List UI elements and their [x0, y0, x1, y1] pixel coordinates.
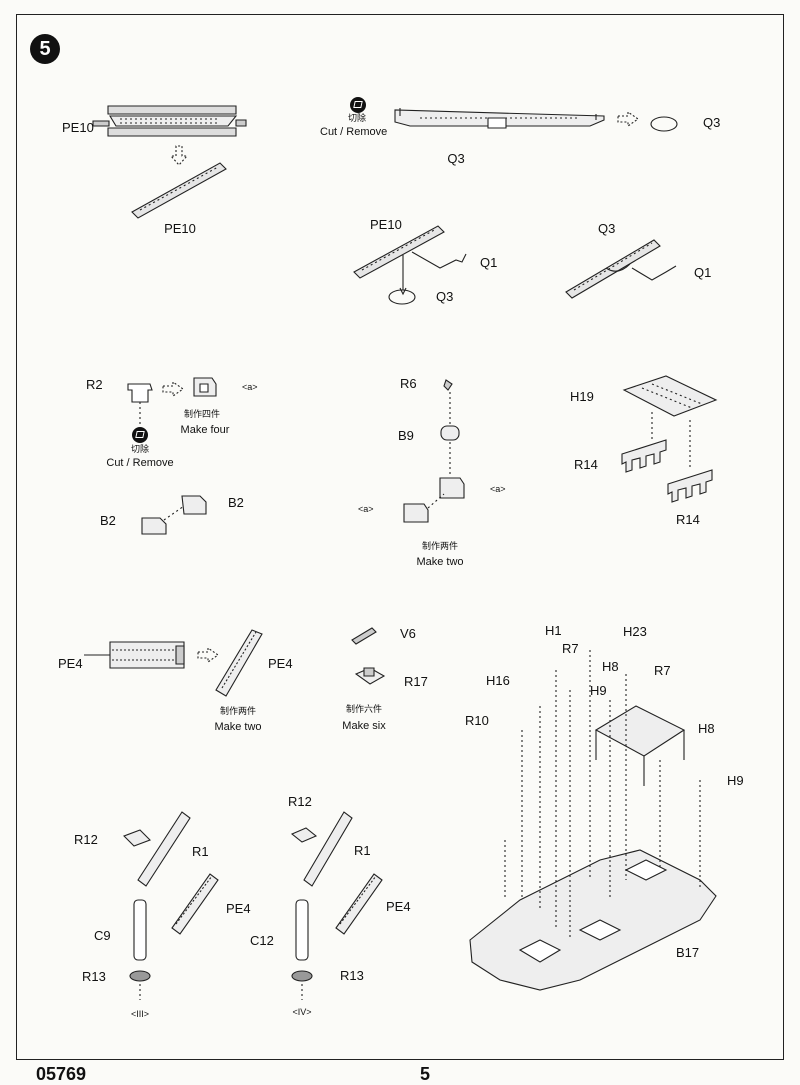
- label-q3-a: Q3: [436, 289, 454, 304]
- r2-finished-drawing: [194, 378, 216, 396]
- ref-iv: <IV>: [292, 1007, 312, 1017]
- pe10-fret-drawing: [93, 106, 246, 136]
- pe4-folded-drawing: [216, 630, 262, 696]
- label-r6: R6: [400, 376, 417, 391]
- arrow-down-1: [171, 146, 187, 165]
- page-number: 5: [420, 1064, 431, 1084]
- assembly-iv-drawing: [292, 812, 382, 1000]
- label-h23: H23: [623, 624, 647, 639]
- label-q3-part: Q3: [447, 151, 465, 166]
- mount-arrows: [505, 650, 700, 940]
- label-q3-b: Q3: [598, 221, 616, 236]
- label-h1: H1: [545, 623, 562, 638]
- label-h9-a: H9: [590, 683, 607, 698]
- label-h8-a: H8: [602, 659, 619, 674]
- ref-iii: <III>: [130, 1009, 150, 1019]
- make-four-en: Make four: [180, 424, 230, 436]
- label-b9: B9: [398, 428, 414, 443]
- label-c12: C12: [250, 933, 274, 948]
- label-q1-a: Q1: [480, 255, 498, 270]
- r6-b9-stack-drawing: [404, 380, 464, 522]
- label-pe4-a: PE4: [226, 901, 251, 916]
- label-r7-a: R7: [562, 641, 579, 656]
- label-pe10-part: PE10: [164, 221, 196, 236]
- page-frame: [16, 14, 784, 1060]
- product-code: 05769: [36, 1064, 87, 1084]
- cut-remove-cn-2: 切除: [130, 445, 150, 455]
- label-r12-b: R12: [288, 794, 312, 809]
- label-r2: R2: [86, 377, 103, 392]
- make-two-en-2: Make two: [214, 721, 262, 733]
- b17-base-drawing: [470, 850, 716, 990]
- label-r10: R10: [465, 713, 489, 728]
- make-two-cn-2: 制作两件: [219, 707, 257, 717]
- h8-roof-drawing: [596, 706, 684, 786]
- label-r12-a: R12: [74, 832, 98, 847]
- label-v6: V6: [400, 626, 416, 641]
- cut-remove-en-2: Cut / Remove: [106, 457, 174, 469]
- label-pe4-b: PE4: [386, 899, 411, 914]
- cut-icon-2: [132, 427, 148, 443]
- q3-q1-assembly: [566, 240, 676, 298]
- label-q1-b: Q1: [694, 265, 712, 280]
- v6-r17-drawing: [352, 628, 384, 684]
- make-six-cn: 制作六件: [345, 705, 383, 715]
- step-number-badge: 5: [30, 34, 60, 64]
- cut-remove-en: Cut / Remove: [320, 126, 388, 138]
- label-r14-b: R14: [676, 512, 700, 527]
- label-h19: H19: [570, 389, 594, 404]
- make-two-en-1: Make two: [416, 556, 464, 568]
- label-b17: B17: [676, 945, 700, 960]
- label-r7-b: R7: [654, 663, 671, 678]
- pe10-part-drawing: [132, 163, 226, 218]
- ref-a-1: <a>: [242, 382, 258, 392]
- label-r13-a: R13: [82, 969, 106, 984]
- pe4-fret-drawing: [84, 642, 184, 668]
- b2-assembly-drawing: [142, 496, 206, 534]
- label-r17: R17: [404, 674, 428, 689]
- label-b2-b: B2: [100, 513, 116, 528]
- label-r1-a: R1: [192, 844, 209, 859]
- label-q3-disc: Q3: [703, 115, 721, 130]
- arrow-right-2: [163, 382, 183, 396]
- cut-remove-cn: 切除: [348, 114, 367, 124]
- make-six-en: Make six: [342, 720, 386, 732]
- label-b2-a: B2: [228, 495, 244, 510]
- assembly-iii-drawing: [124, 812, 218, 1000]
- arrow-right-1: [618, 112, 638, 126]
- label-h9-b: H9: [727, 773, 744, 788]
- label-pe4-folded: PE4: [268, 656, 293, 671]
- make-four-cn: 制作四件: [183, 410, 221, 420]
- pe10-q1-assembly: [354, 226, 466, 304]
- ref-a-3: <a>: [358, 504, 374, 514]
- q3-part-drawing: [395, 108, 604, 128]
- label-h16: H16: [486, 673, 510, 688]
- ref-a-2: <a>: [490, 484, 506, 494]
- q3-disc-drawing: [651, 117, 677, 131]
- label-pe4-fret: PE4: [58, 656, 83, 671]
- cut-icon: [350, 97, 366, 113]
- arrow-right-3: [198, 648, 218, 662]
- label-pe10-fret: PE10: [62, 120, 94, 135]
- label-c9: C9: [94, 928, 111, 943]
- label-h8-b: H8: [698, 721, 715, 736]
- label-r14-a: R14: [574, 457, 598, 472]
- make-two-cn-1: 制作两件: [421, 542, 459, 552]
- h19-r14-drawing: [622, 376, 716, 502]
- label-r13-b: R13: [340, 968, 364, 983]
- label-r1-b: R1: [354, 843, 371, 858]
- r2-part-drawing: [128, 384, 152, 424]
- label-pe10-assembly: PE10: [370, 217, 402, 232]
